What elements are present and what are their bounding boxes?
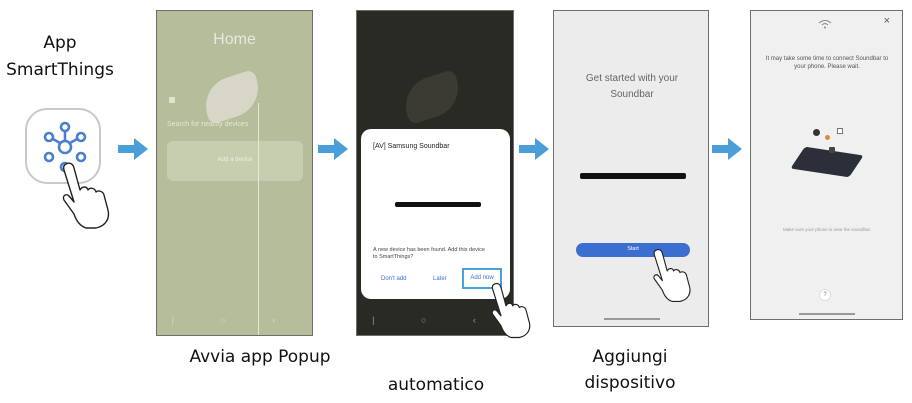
- float-dot: [813, 129, 820, 136]
- add-now-button[interactable]: Add now: [462, 268, 502, 289]
- step1-title: App SmartThings: [0, 30, 120, 84]
- phone-screen-popup: [AV] Samsung Soundbar A new device has b…: [356, 10, 514, 336]
- pointing-hand-icon: [653, 249, 691, 302]
- pointing-hand-icon: [491, 282, 531, 339]
- popup-dialog: [AV] Samsung Soundbar A new device has b…: [361, 129, 510, 299]
- soundbar-image: [580, 173, 686, 179]
- smartthings-app-icon[interactable]: [25, 108, 101, 184]
- scroll-line: [258, 103, 259, 335]
- caption-add-device-line2: dispositivo: [584, 373, 676, 393]
- get-started-title: Get started with your Soundbar: [585, 73, 679, 100]
- nearby-link[interactable]: Search for nearby devices: [167, 121, 249, 128]
- caption-add-device: Aggiungi dispositivo: [560, 344, 700, 396]
- phone-screen-home: Home Search for nearby devices Add a dev…: [156, 10, 313, 336]
- connecting-message: It may take some time to connect Soundba…: [765, 56, 889, 70]
- home-indicator: [604, 318, 660, 320]
- phone-illustration: [790, 146, 864, 178]
- step1-title-line1: App: [43, 33, 77, 53]
- right-arrow-icon: [712, 138, 742, 160]
- caption-launch-popup: Avvia app Popup: [189, 347, 331, 367]
- home-header: Home: [213, 31, 256, 48]
- popup-message: A new device has been found. Add this de…: [373, 247, 485, 260]
- home-indicator: [799, 313, 855, 315]
- float-dot: [837, 128, 843, 134]
- speaker-image: [198, 69, 266, 125]
- soundbar-image: [395, 202, 481, 207]
- right-arrow-icon: [519, 138, 549, 160]
- caption-add-device-line1: Aggiungi: [592, 347, 668, 367]
- popup-title: [AV] Samsung Soundbar: [373, 143, 450, 150]
- add-device-label: Add a device: [217, 157, 253, 163]
- float-dot: [825, 135, 830, 140]
- start-label: Start: [627, 246, 639, 252]
- dont-add-button[interactable]: Don't add: [381, 276, 407, 282]
- info-icon[interactable]: ?: [819, 289, 831, 301]
- later-button[interactable]: Later: [433, 276, 447, 282]
- menu-icon[interactable]: [169, 97, 175, 103]
- add-device-card[interactable]: Add a device: [167, 141, 303, 181]
- right-arrow-icon: [118, 138, 148, 160]
- nav-bar: | ○ ‹: [171, 315, 298, 325]
- right-arrow-icon: [318, 138, 348, 160]
- close-icon[interactable]: ×: [883, 15, 890, 27]
- add-now-label: Add now: [470, 275, 494, 281]
- wifi-icon: [818, 20, 832, 29]
- step1-title-line2: SmartThings: [6, 60, 114, 80]
- caption-automatic: automatico: [387, 375, 485, 395]
- pointing-hand-icon: [62, 162, 110, 229]
- nav-bar-dark: | ○ ‹: [372, 315, 498, 325]
- float-dot: [829, 147, 835, 153]
- speaker-image-dim: [398, 69, 466, 125]
- phone-screen-connecting: × It may take some time to connect Sound…: [750, 10, 903, 320]
- bottom-note: Make sure your phone is near the soundba…: [782, 227, 872, 232]
